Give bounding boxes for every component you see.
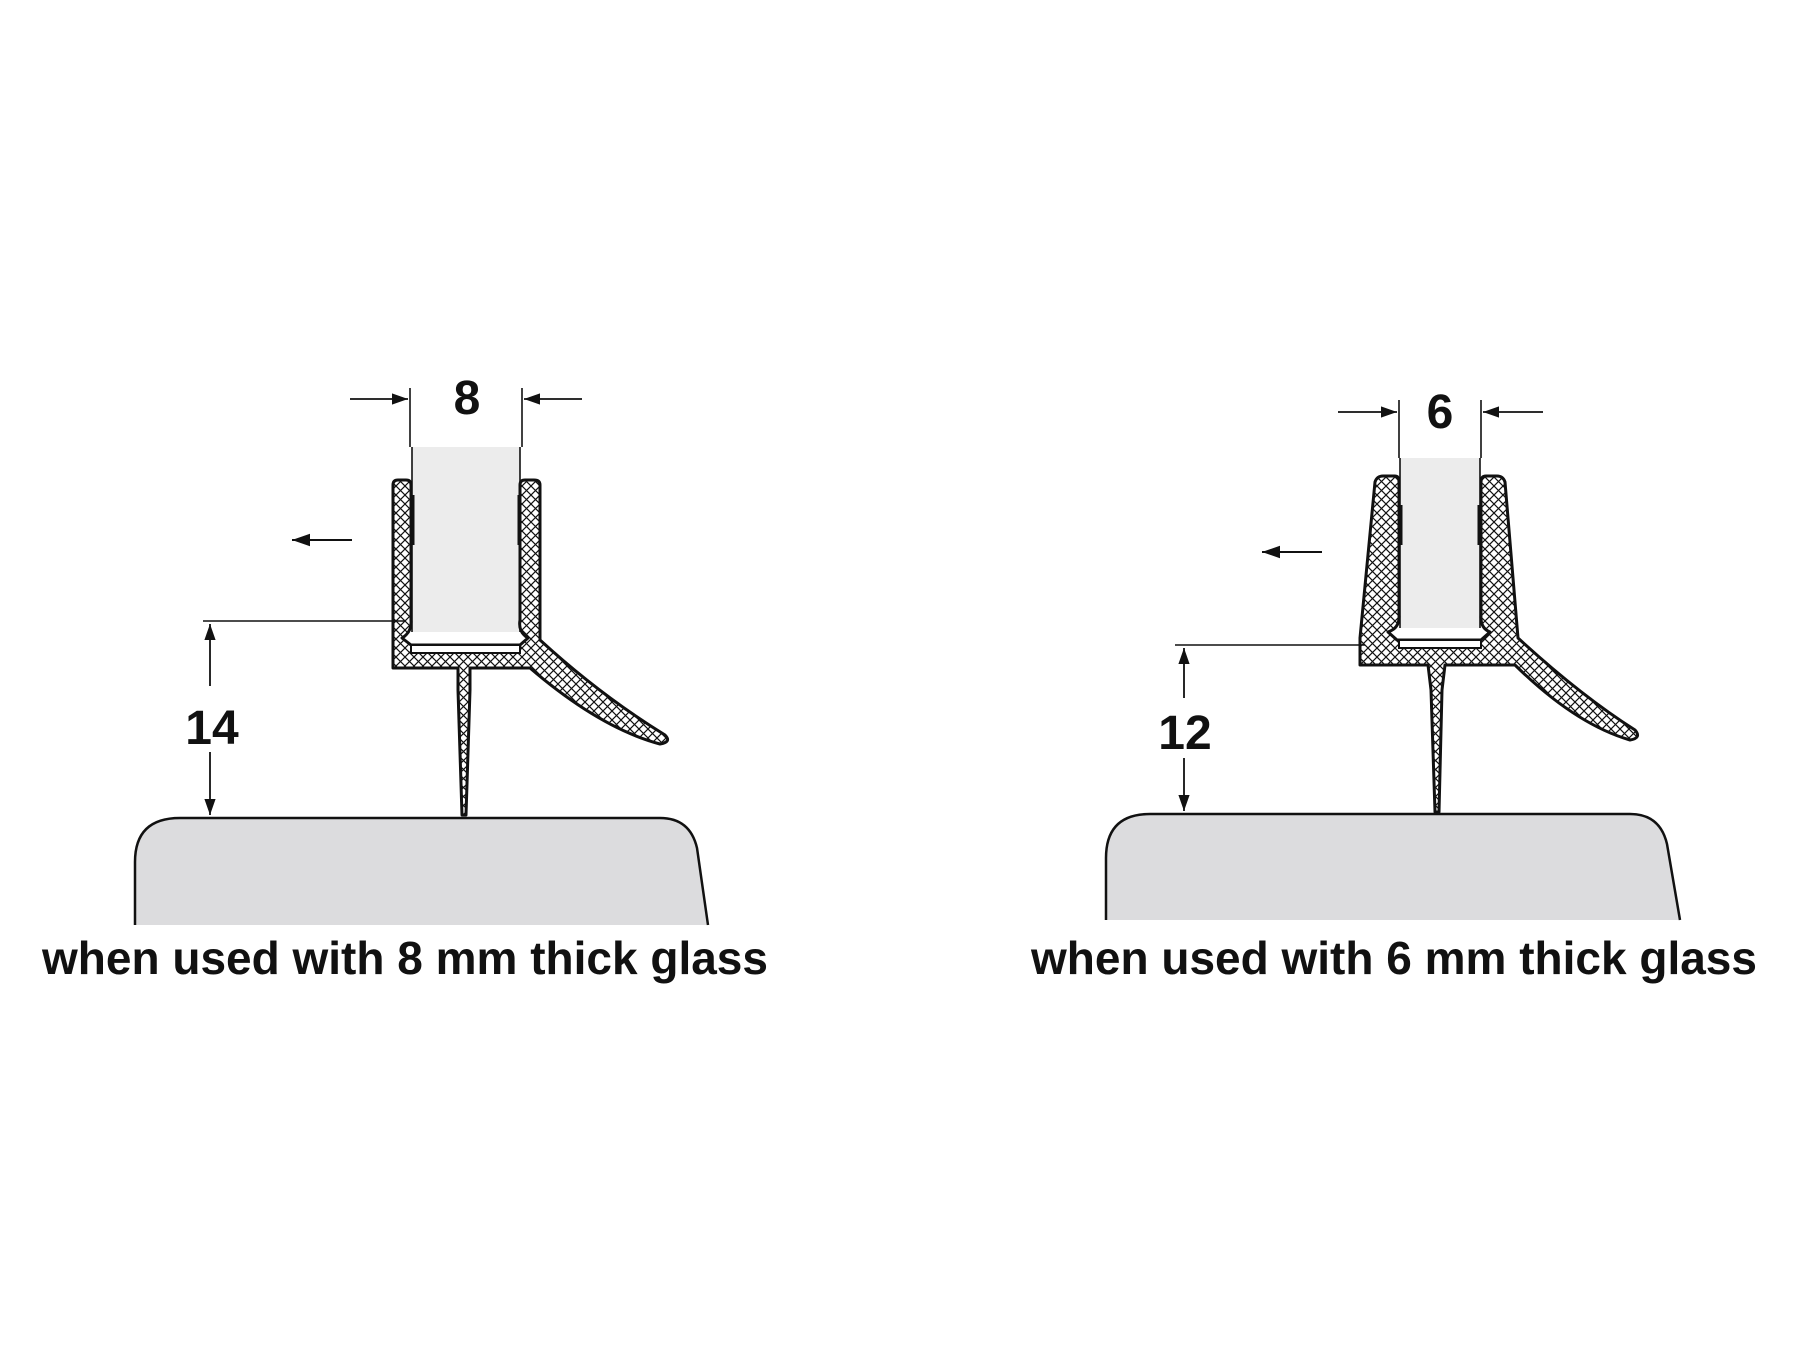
seal-inner-channel: [1398, 639, 1482, 649]
figure-caption: when used with 6 mm thick glass: [1030, 932, 1757, 984]
figure-8mm: 8 14 when used with 8 mm thick glass: [41, 372, 768, 984]
seal-inner-channel: [410, 644, 521, 654]
height-dimension-label: 14: [185, 702, 239, 755]
seal-profile: [391, 478, 670, 817]
width-dimension-label: 8: [454, 372, 481, 425]
glass-panel: [1400, 458, 1480, 628]
glass-panel: [412, 447, 520, 632]
width-dimension-label: 6: [1427, 386, 1454, 439]
height-dimension-label: 12: [1158, 707, 1211, 760]
figure-6mm: 6 12 when used with 6 mm thick glass: [1030, 386, 1757, 984]
seal-profile: [1358, 474, 1640, 814]
shower-tray-base: [1104, 812, 1682, 921]
shower-tray-base: [133, 816, 710, 926]
figure-caption: when used with 8 mm thick glass: [41, 932, 768, 984]
